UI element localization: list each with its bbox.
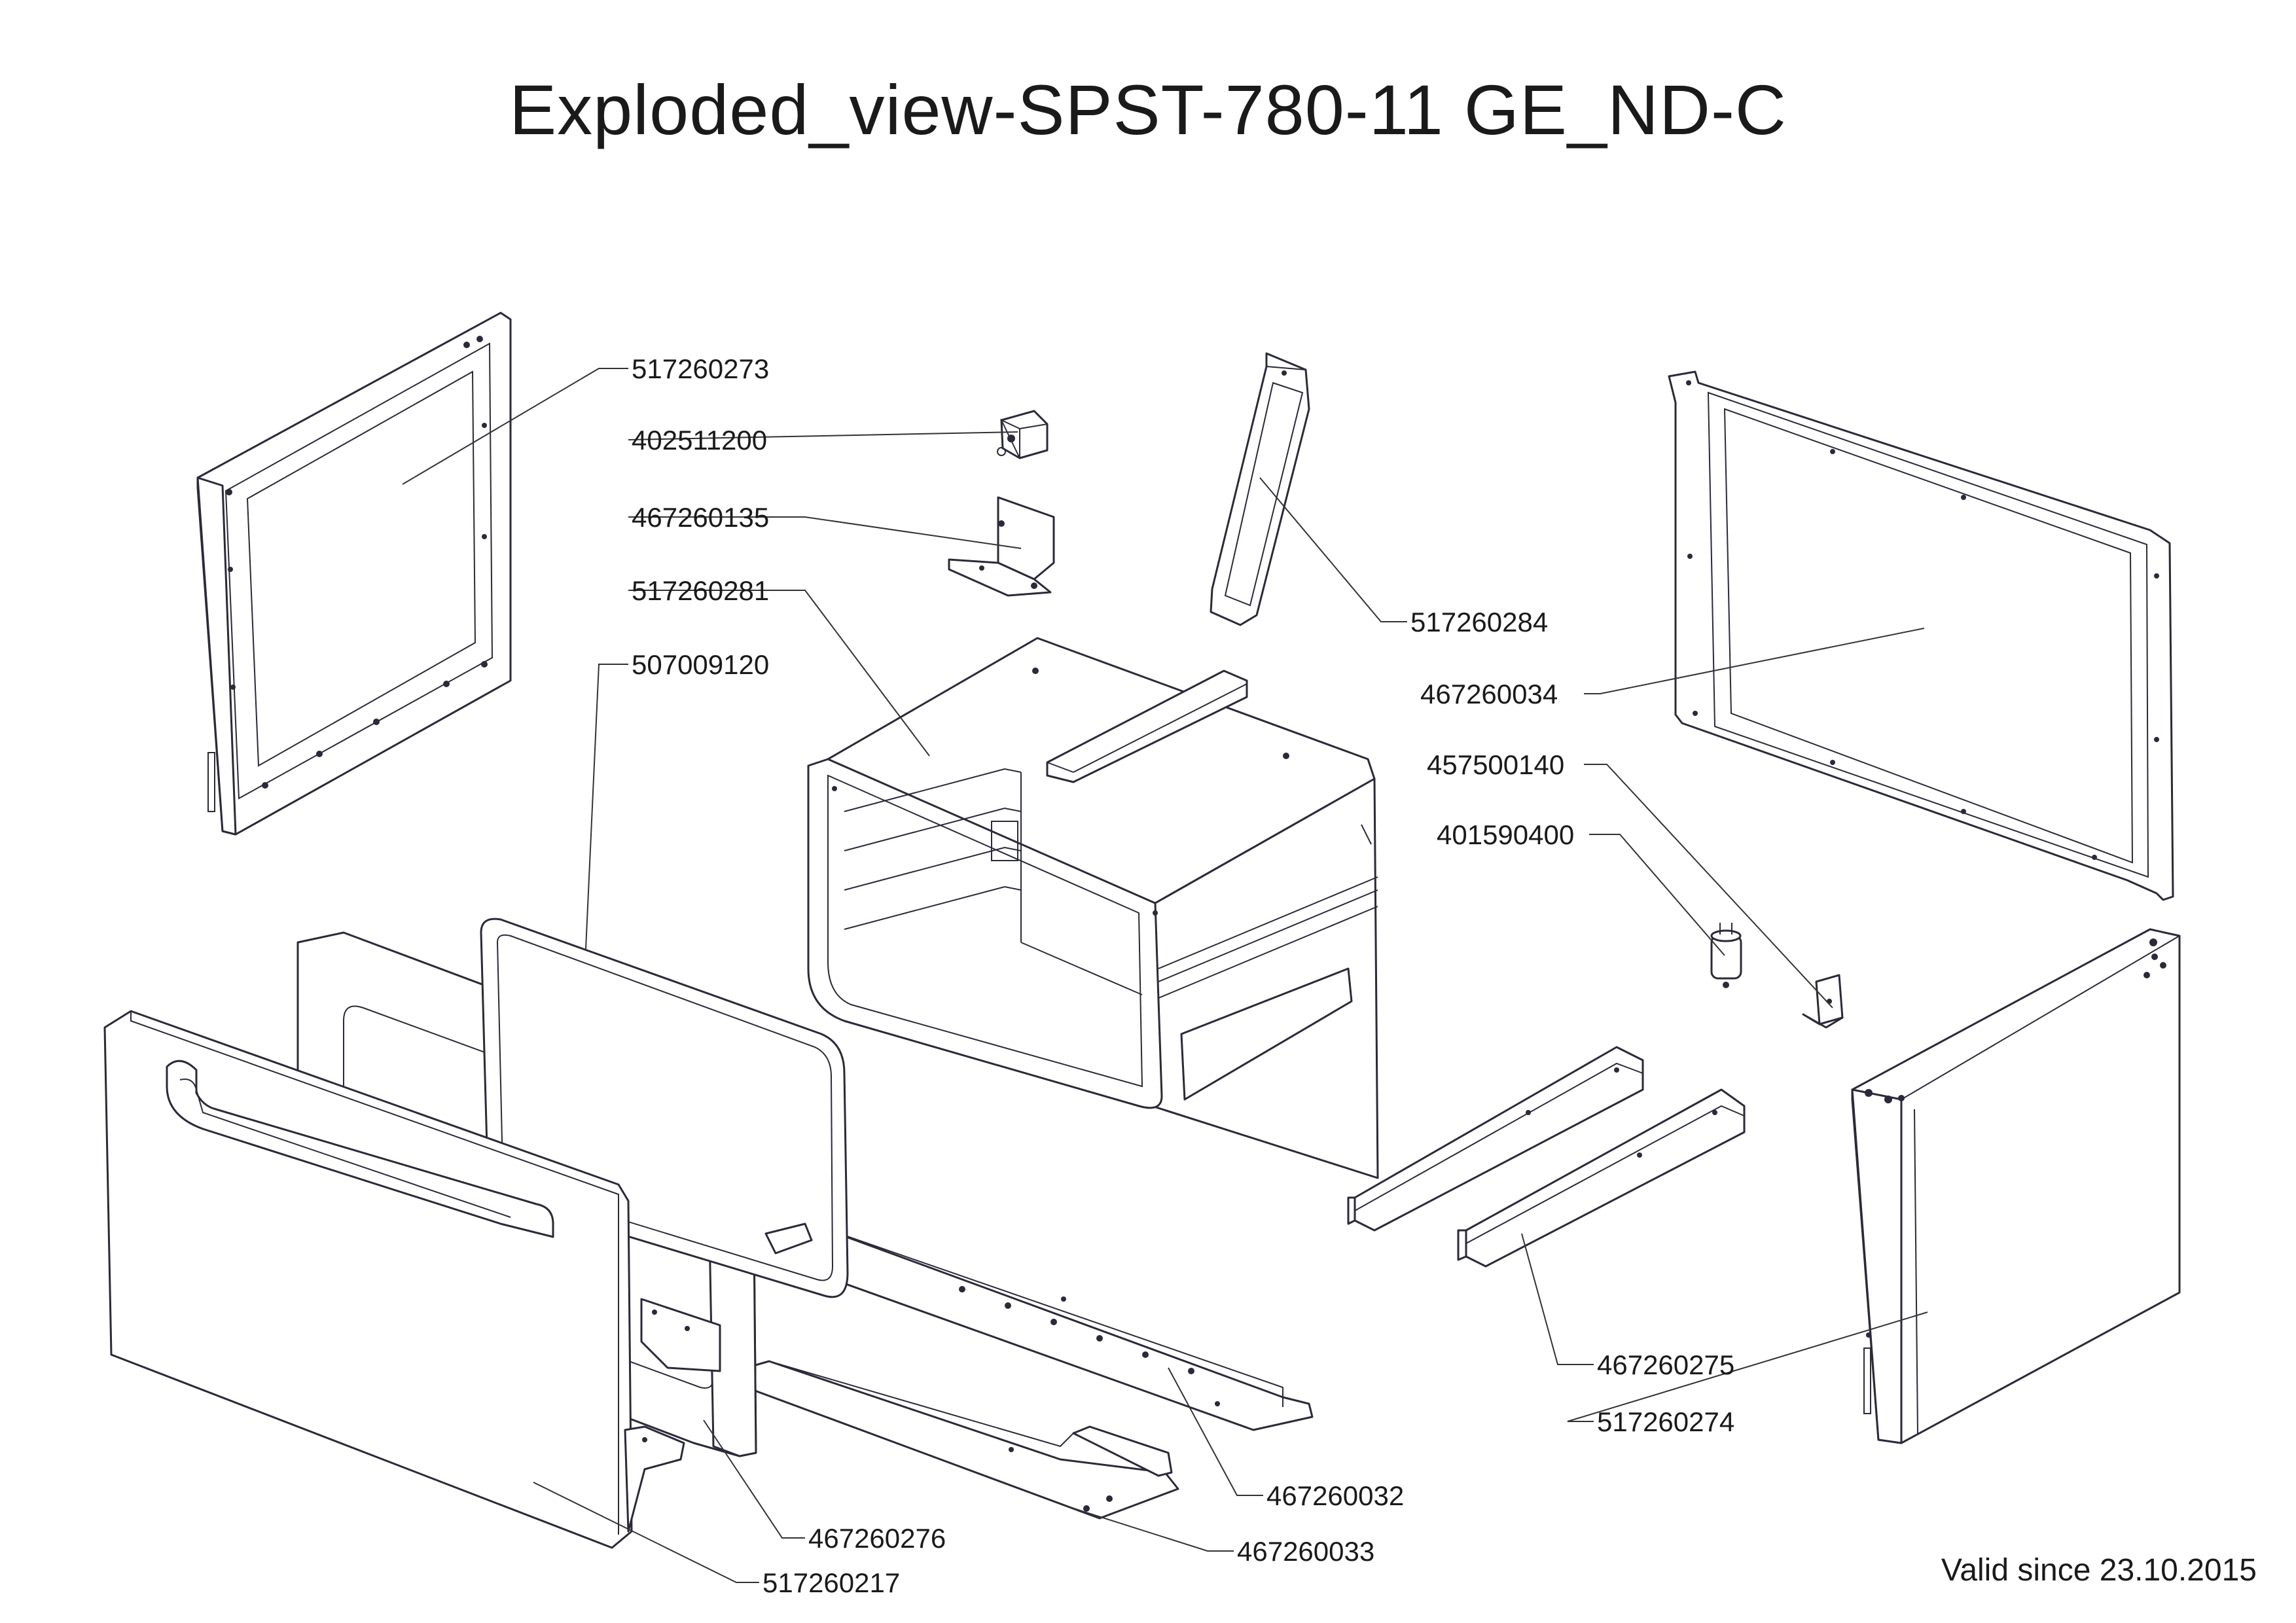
relay[interactable] xyxy=(997,410,1049,459)
validity-note: Valid since 23.10.2015 xyxy=(1941,1553,2257,1588)
label-door-inner-frame: 467260276 xyxy=(808,1523,946,1554)
label-rail-pair: 467260275 xyxy=(1597,1349,1734,1380)
label-capacitor: 401590400 xyxy=(1437,819,1574,850)
label-door-seal: 507009120 xyxy=(632,649,769,680)
label-side-panel-right: 517260274 xyxy=(1597,1406,1734,1437)
front-door[interactable] xyxy=(103,1010,685,1549)
side-panel-left[interactable] xyxy=(196,312,512,836)
top-bracket[interactable] xyxy=(1210,352,1310,626)
label-rear-frame: 467260034 xyxy=(1420,679,1558,709)
leader-lines xyxy=(402,368,1928,1583)
mount-bracket[interactable] xyxy=(1802,974,1844,1029)
side-panel-right[interactable] xyxy=(1851,928,2181,1444)
label-mount-bracket: 457500140 xyxy=(1427,749,1564,780)
label-base-rail: 467260033 xyxy=(1237,1536,1374,1567)
label-cabinet-body: 517260281 xyxy=(632,575,769,606)
rear-frame[interactable] xyxy=(1668,370,2174,901)
label-slide-rail: 467260032 xyxy=(1266,1480,1404,1511)
base-rail[interactable] xyxy=(745,1360,1179,1520)
label-relay-bracket: 467260135 xyxy=(632,502,769,533)
cabinet-body[interactable] xyxy=(807,637,1379,1179)
label-top-bracket: 517260284 xyxy=(1410,607,1548,637)
label-front-door: 517260217 xyxy=(762,1567,900,1598)
label-relay: 402511200 xyxy=(632,425,767,455)
relay-bracket[interactable] xyxy=(948,496,1055,597)
rail-pair[interactable] xyxy=(1347,1046,1746,1268)
diagram-title: Exploded_view-SPST-780-11 GE_ND-C xyxy=(509,70,1787,149)
label-side-panel-left: 517260273 xyxy=(632,353,769,384)
capacitor[interactable] xyxy=(1710,923,1742,988)
